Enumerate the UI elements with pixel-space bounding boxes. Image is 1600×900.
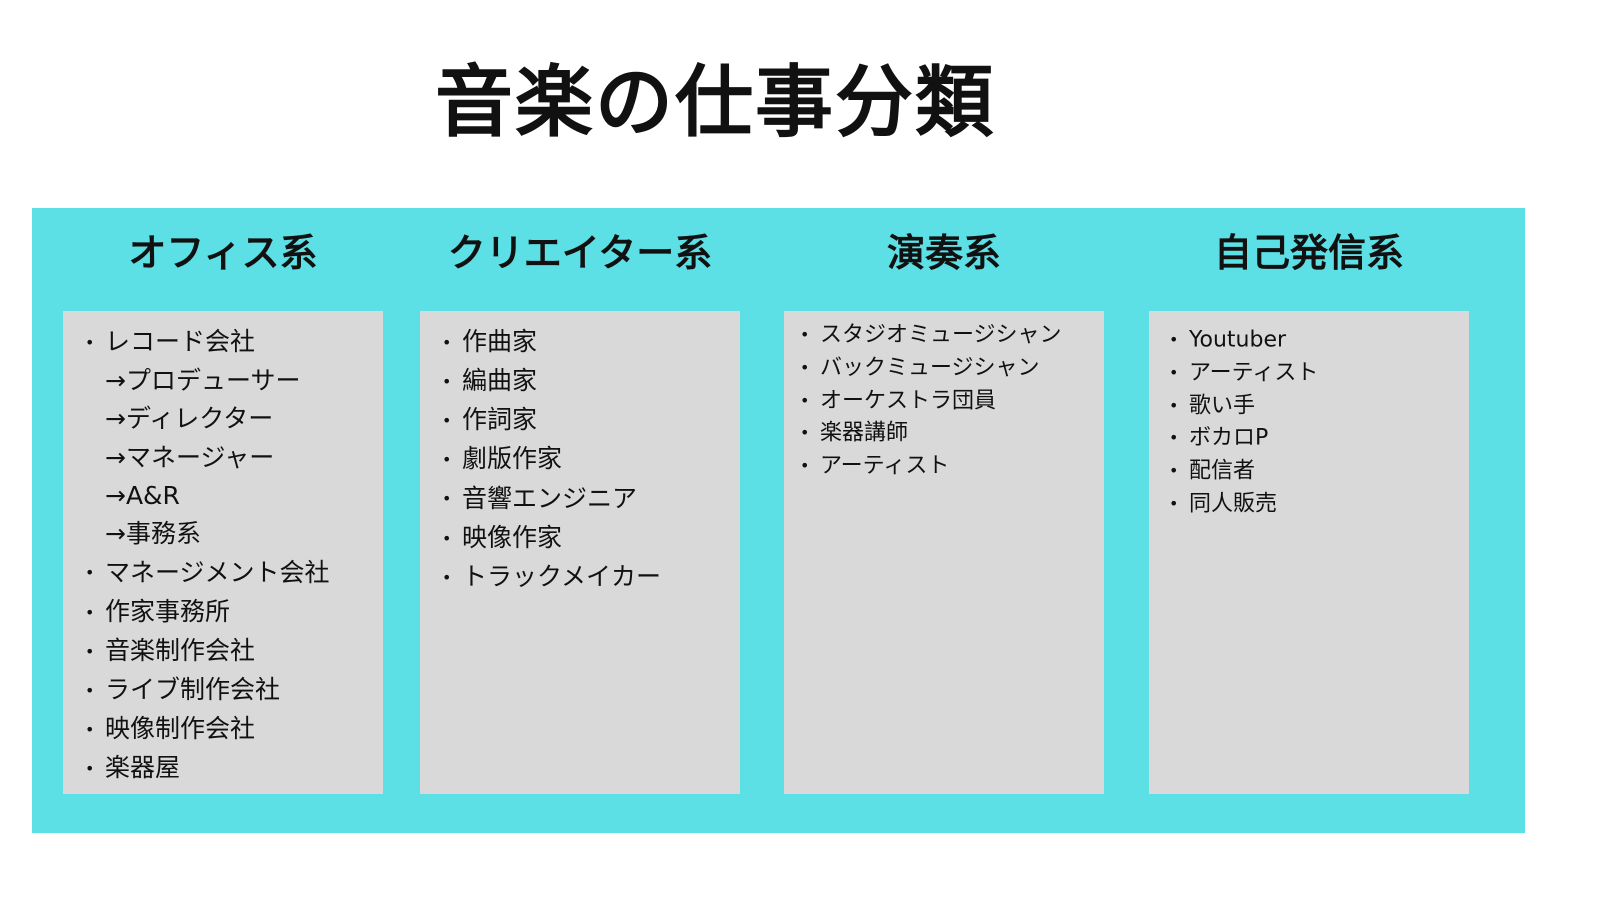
list-item: →ディレクター xyxy=(105,404,274,434)
list-item: レコード会社 xyxy=(85,323,330,362)
list-item: 作曲家 xyxy=(442,323,661,362)
list-item: 映像制作会社 xyxy=(85,710,330,749)
list-item: オーケストラ団員 xyxy=(800,385,1062,418)
column-panel: スタジオミュージシャンバックミュージシャンオーケストラ団員楽器講師アーティスト xyxy=(784,311,1104,794)
list-item: 作家事務所 xyxy=(85,593,330,632)
list-item: 同人販売 xyxy=(1169,488,1318,521)
list-item: 楽器屋 xyxy=(85,749,330,788)
list-item: 配信者 xyxy=(1169,455,1318,488)
column-panel: Youtuberアーティスト歌い手ボカロP配信者同人販売 xyxy=(1149,311,1469,794)
list-item: 音響エンジニア xyxy=(442,480,661,519)
list-item: アーティスト xyxy=(800,450,1062,483)
list-item: Youtuber xyxy=(1169,324,1318,357)
list-item: マネージメント会社 xyxy=(85,554,330,593)
list-item: 楽器講師 xyxy=(800,417,1062,450)
list-item: →事務系 xyxy=(105,519,201,549)
list-item: 作詞家 xyxy=(442,401,661,440)
list-item: バックミュージシャン xyxy=(800,352,1062,385)
list-item: 劇版作家 xyxy=(442,440,661,479)
list-item: アーティスト xyxy=(1169,357,1318,390)
column-panel: レコード会社 →プロデューサー →ディレクター →マネージャー →A&R →事務系マネージ… xyxy=(63,311,383,794)
list-item: ライブ制作会社 xyxy=(85,671,330,710)
column-panel: 作曲家編曲家作詞家劇版作家音響エンジニア映像作家トラックメイカー xyxy=(420,311,740,794)
column-heading: オフィス系 xyxy=(128,231,318,275)
list-item: 歌い手 xyxy=(1169,390,1318,423)
list-item: トラックメイカー xyxy=(442,558,661,597)
page-title: 音楽の仕事分類 xyxy=(434,58,995,148)
list-item: →A&R xyxy=(105,481,180,511)
column-heading: 自己発信系 xyxy=(1213,231,1404,275)
column-heading: クリエイター系 xyxy=(447,231,713,275)
list-item: スタジオミュージシャン xyxy=(800,319,1062,352)
category-board: オフィス系 レコード会社 →プロデューサー →ディレクター →マネージャー →A&R →事… xyxy=(32,208,1525,833)
list-item: ボカロP xyxy=(1169,422,1318,455)
list-item: 映像作家 xyxy=(442,519,661,558)
list-item: 編曲家 xyxy=(442,362,661,401)
list-item: 音楽制作会社 xyxy=(85,632,330,671)
list-item: →マネージャー xyxy=(105,442,275,472)
list-item: →プロデューサー xyxy=(105,366,301,396)
column-heading: 演奏系 xyxy=(886,231,1001,275)
